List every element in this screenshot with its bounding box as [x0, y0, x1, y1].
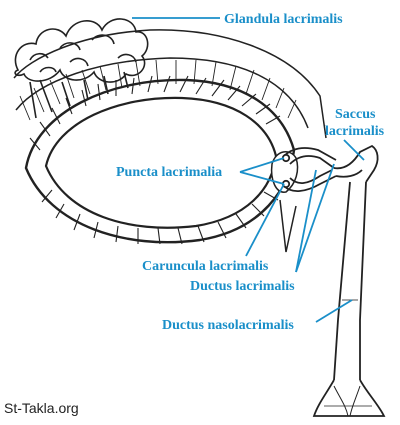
leader-puncta-upper [239, 157, 285, 173]
label-ductus-nasolacrimalis: Ductus nasolacrimalis [162, 318, 294, 333]
leader-ductus-1 [295, 169, 317, 273]
label-saccus-line2: lacrimalis [325, 124, 385, 139]
leader-puncta-lower [239, 171, 285, 185]
leader-saccus [343, 139, 365, 161]
leader-lines [132, 17, 365, 323]
leader-ductus-2 [295, 163, 335, 273]
label-puncta-lacrimalia: Puncta lacrimalia [116, 165, 222, 180]
label-glandula-lacrimalis: Glandula lacrimalis [224, 12, 343, 27]
eye-outline [24, 75, 296, 245]
leader-caruncula [245, 183, 285, 257]
labels: Glandula lacrimalis Saccus lacrimalis Pu… [116, 12, 385, 333]
leader-nasolacrimalis [315, 299, 353, 323]
label-saccus-line1: Saccus [335, 107, 376, 122]
upper-lid-region [13, 29, 327, 139]
lacrimal-ducts-illustration [281, 144, 386, 417]
label-caruncula-lacrimalis: Caruncula lacrimalis [142, 259, 269, 274]
label-ductus-lacrimalis: Ductus lacrimalis [190, 279, 295, 294]
watermark-text: St-Takla.org [4, 400, 79, 416]
